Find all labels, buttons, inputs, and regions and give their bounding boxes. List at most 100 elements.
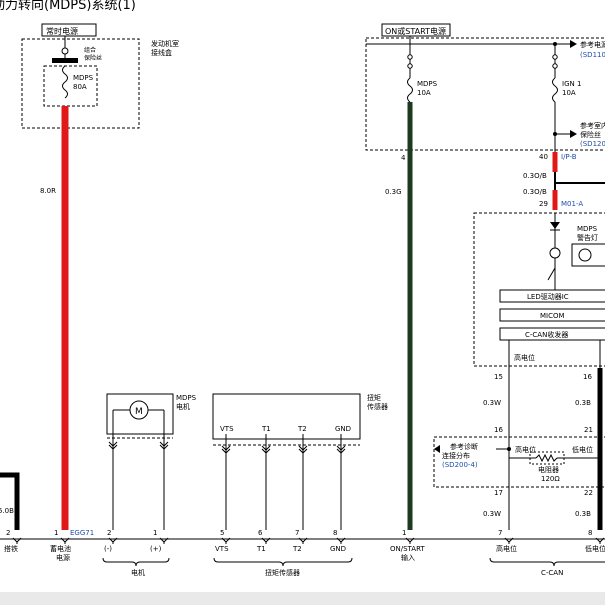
bottom-high: 高电位 <box>496 544 517 553</box>
pin-16-right: 16 <box>583 373 592 381</box>
can-tx-label: C-CAN收发器 <box>525 330 568 339</box>
resistor-value: 120Ω <box>541 475 560 483</box>
motor-symbol-letter: M <box>135 407 143 417</box>
bottom-gnd: GND <box>330 545 346 553</box>
ref-top-right-2b: 保险丝 <box>580 130 601 139</box>
motor-plus: (+) <box>150 545 162 553</box>
pin-40: 40 <box>539 153 548 161</box>
on-start-input-1: ON/START <box>390 545 425 553</box>
led-ic-label: LED驱动器IC <box>527 292 569 301</box>
on-start-input-2: 输入 <box>401 553 415 562</box>
motor-label-1: MDPS <box>176 394 197 402</box>
connector-m01-a: M01-A <box>561 200 583 208</box>
pin-22: 22 <box>584 489 593 497</box>
pin-7: 7 <box>498 529 502 537</box>
combo-fuse-label-1: 组合 <box>84 46 96 54</box>
torque-wire-chevron-2 <box>261 448 271 454</box>
pin-17: 17 <box>494 489 503 497</box>
battery-pin-number: 1 <box>54 529 58 537</box>
bottom-vts: VTS <box>215 545 229 553</box>
torque-sensor-box <box>212 393 361 440</box>
on-fuse-left-rating: 10A <box>417 89 431 97</box>
motor-pin-2: 2 <box>107 529 111 537</box>
ts-pin-gnd: GND <box>335 425 351 433</box>
ts-pin-t1: T1 <box>261 425 271 433</box>
lamp-icon-frame <box>571 243 605 267</box>
wire-can-w-upper: 0.3W <box>483 399 501 407</box>
on-start-tag <box>381 23 451 37</box>
ip-junction-outline <box>365 37 605 151</box>
ts-pin-6: 6 <box>258 529 263 537</box>
bottom-pin-row <box>12 537 605 544</box>
ground-pin-number: 2 <box>6 529 10 537</box>
bottom-t1: T1 <box>256 545 266 553</box>
pin-8-right: 8 <box>588 529 592 537</box>
can-low-label: 低电位 <box>572 445 593 454</box>
ref-top-right-1-code: (SD110 <box>580 51 605 59</box>
combo-fuse-bar <box>52 58 78 63</box>
battery-label-2: 电源 <box>56 553 70 562</box>
fuse-block-outline <box>43 65 98 107</box>
ign1-10a-fuse <box>552 77 558 103</box>
motor-box <box>106 393 174 435</box>
engine-box-label-1: 发动机室 <box>151 39 179 48</box>
ts-pin-8: 8 <box>333 529 337 537</box>
led-driver-ic <box>499 289 605 303</box>
fuse-name: MDPS <box>73 74 94 82</box>
torque-bracket <box>213 557 353 567</box>
on-fuse-right-rating: 10A <box>562 89 576 97</box>
torque-wire-chevron-2 <box>221 448 231 454</box>
on-start-pin-number: 1 <box>402 529 406 537</box>
torque-label-1: 扭矩 <box>367 393 381 402</box>
bottom-t2: T2 <box>292 545 302 553</box>
termination-resistor <box>535 453 558 463</box>
engine-box-label-2: 接线盒 <box>151 48 172 57</box>
on-fuse-left-name: MDPS <box>417 80 438 88</box>
motor-wire-chevron-top <box>108 441 118 447</box>
wire-can-b-upper: 0.3B <box>575 399 591 407</box>
resistor-label: 电阻器 <box>538 465 559 474</box>
torque-label-2: 传感器 <box>367 402 388 411</box>
battery-label-1: 蓄电池 <box>50 544 71 553</box>
torque-wire-chevron-2 <box>336 448 346 454</box>
wire-5-0b-label: 5.0B <box>0 507 14 515</box>
ref-top-right-2a: 参考室内 <box>580 121 605 130</box>
constant-power-node <box>61 47 69 55</box>
steering-warning-icon <box>578 248 592 262</box>
lamp-label-2: 警告灯 <box>577 233 598 242</box>
ground-label: 搭铁 <box>4 544 18 553</box>
group-can: C-CAN <box>541 569 563 577</box>
group-torque: 扭矩传感器 <box>265 568 300 577</box>
micom-block <box>499 308 605 322</box>
engine-box-outline <box>21 38 140 129</box>
ref-arrow-2 <box>570 130 577 138</box>
diode-symbol <box>550 222 560 229</box>
ref-top-right-2-code: (SD120 <box>580 140 605 148</box>
constant-power-tag <box>41 23 97 37</box>
motor-wire-chevron-top-2 <box>108 444 118 450</box>
ts-pin-7: 7 <box>295 529 299 537</box>
ts-pin-t2: T2 <box>297 425 307 433</box>
mdps-80a-fuse <box>62 65 68 99</box>
black-ground-wire <box>0 472 20 530</box>
warning-lamp-symbol <box>549 247 561 259</box>
motor-wire-chevron-top-2 <box>159 444 169 450</box>
wire-can-b-lower: 0.3B <box>575 510 591 518</box>
wire-0-3g-label: 0.3G <box>385 188 402 196</box>
torque-wire-chevron-2 <box>298 448 308 454</box>
motor-label-2: 电机 <box>176 402 190 411</box>
torque-wire-chevron <box>261 445 271 451</box>
thin-signal-wires <box>108 434 346 530</box>
torque-wire-chevron <box>298 445 308 451</box>
can-bracket <box>489 557 605 567</box>
can-high-label: 高电位 <box>515 445 536 454</box>
ref-top-right-1: 参考电源 <box>580 40 605 49</box>
wire-8-0r-label: 8.0R <box>40 187 56 195</box>
fuse-rating: 80A <box>73 83 87 91</box>
module-high-level: 高电位 <box>514 353 535 362</box>
connector-egg71: EGG71 <box>70 529 94 537</box>
pin-15: 15 <box>494 373 503 381</box>
ref-arrow-1 <box>570 40 577 48</box>
